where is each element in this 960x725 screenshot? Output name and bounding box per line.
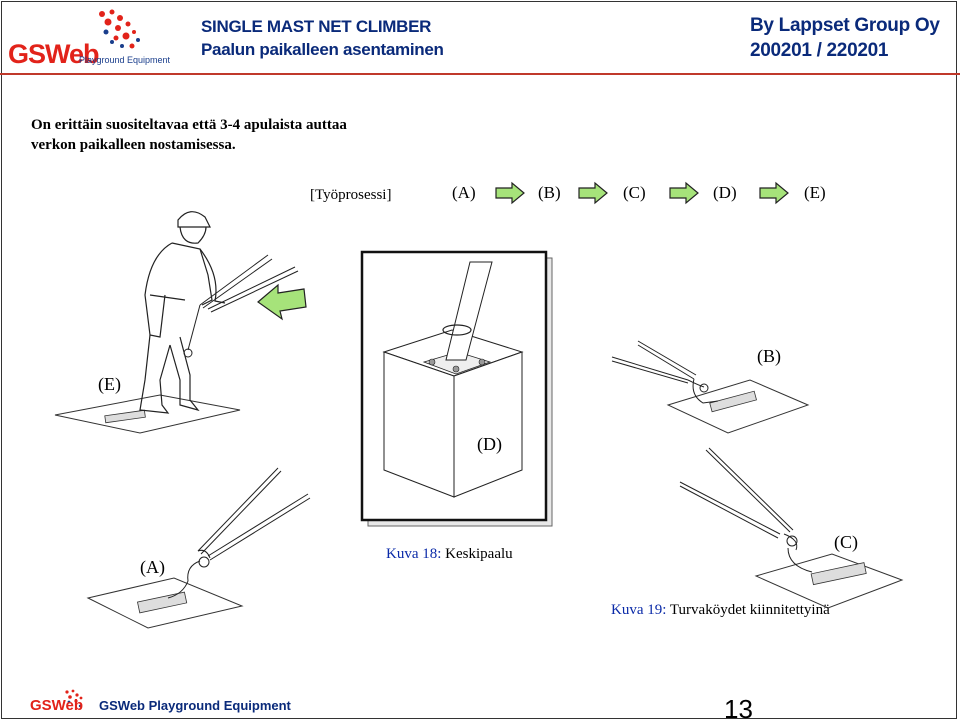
worker-illustration	[54, 211, 299, 434]
header-divider	[0, 73, 960, 75]
logo-subtitle: Playground Equipment	[79, 55, 171, 65]
instruction-note: On erittäin suositeltavaa että 3-4 apula…	[31, 115, 347, 155]
arrow-right-icon	[759, 181, 789, 205]
process-step-c: (C)	[623, 183, 646, 202]
footer-logo-dots-icon	[65, 689, 83, 708]
caption-kuva-19: Kuva 19: Turvaköydet kiinnitettyinä	[611, 602, 830, 619]
footer-text: GSWeb Playground Equipment	[99, 698, 291, 713]
rope-anchor-b-illustration	[611, 340, 810, 434]
note-line-1: On erittäin suositeltavaa että 3-4 apula…	[31, 117, 347, 133]
caption-kuva-19-text: Turvaköydet kiinnitettyinä	[666, 602, 830, 618]
caption-kuva-19-prefix: Kuva 19:	[611, 602, 667, 618]
label-d: (D)	[477, 434, 502, 454]
header-title: SINGLE MAST NET CLIMBER	[201, 17, 432, 36]
logo-dots-icon	[99, 9, 140, 49]
arrow-right-icon	[669, 181, 699, 205]
rope-anchor-c-illustration	[679, 447, 904, 609]
label-c: (C)	[834, 532, 858, 552]
caption-kuva-18: Kuva 18: Keskipaalu	[386, 546, 513, 563]
arrow-right-icon	[495, 181, 525, 205]
footer-logo-wordmark: GSWeb	[30, 697, 84, 714]
process-step-e: (E)	[804, 183, 826, 202]
logo-wordmark: GSWeb	[8, 39, 100, 69]
page-header: GSWeb Playground Equipment SINGLE MAST N…	[0, 0, 960, 74]
process-step-b: (B)	[538, 183, 561, 202]
caption-kuva-18-text: Keskipaalu	[441, 546, 513, 562]
note-line-2: verkon paikalleen nostamisessa.	[31, 137, 236, 153]
caption-kuva-18-prefix: Kuva 18:	[386, 546, 442, 562]
label-a: (A)	[140, 557, 165, 577]
header-subtitle: Paalun paikalleen asentaminen	[201, 40, 444, 59]
post-foundation-illustration	[360, 250, 553, 527]
page-number: 13	[724, 694, 753, 724]
rope-anchor-a-illustration	[86, 467, 311, 629]
arrow-left-icon	[257, 283, 307, 321]
label-e: (E)	[98, 374, 121, 394]
label-b: (B)	[757, 346, 781, 366]
process-step-a: (A)	[452, 183, 476, 202]
arrow-right-icon	[578, 181, 608, 205]
header-code: 200201 / 220201	[750, 40, 889, 61]
header-company: By Lappset Group Oy	[750, 15, 940, 36]
process-label: [Työprosessi]	[310, 187, 392, 203]
process-step-d: (D)	[713, 183, 737, 202]
